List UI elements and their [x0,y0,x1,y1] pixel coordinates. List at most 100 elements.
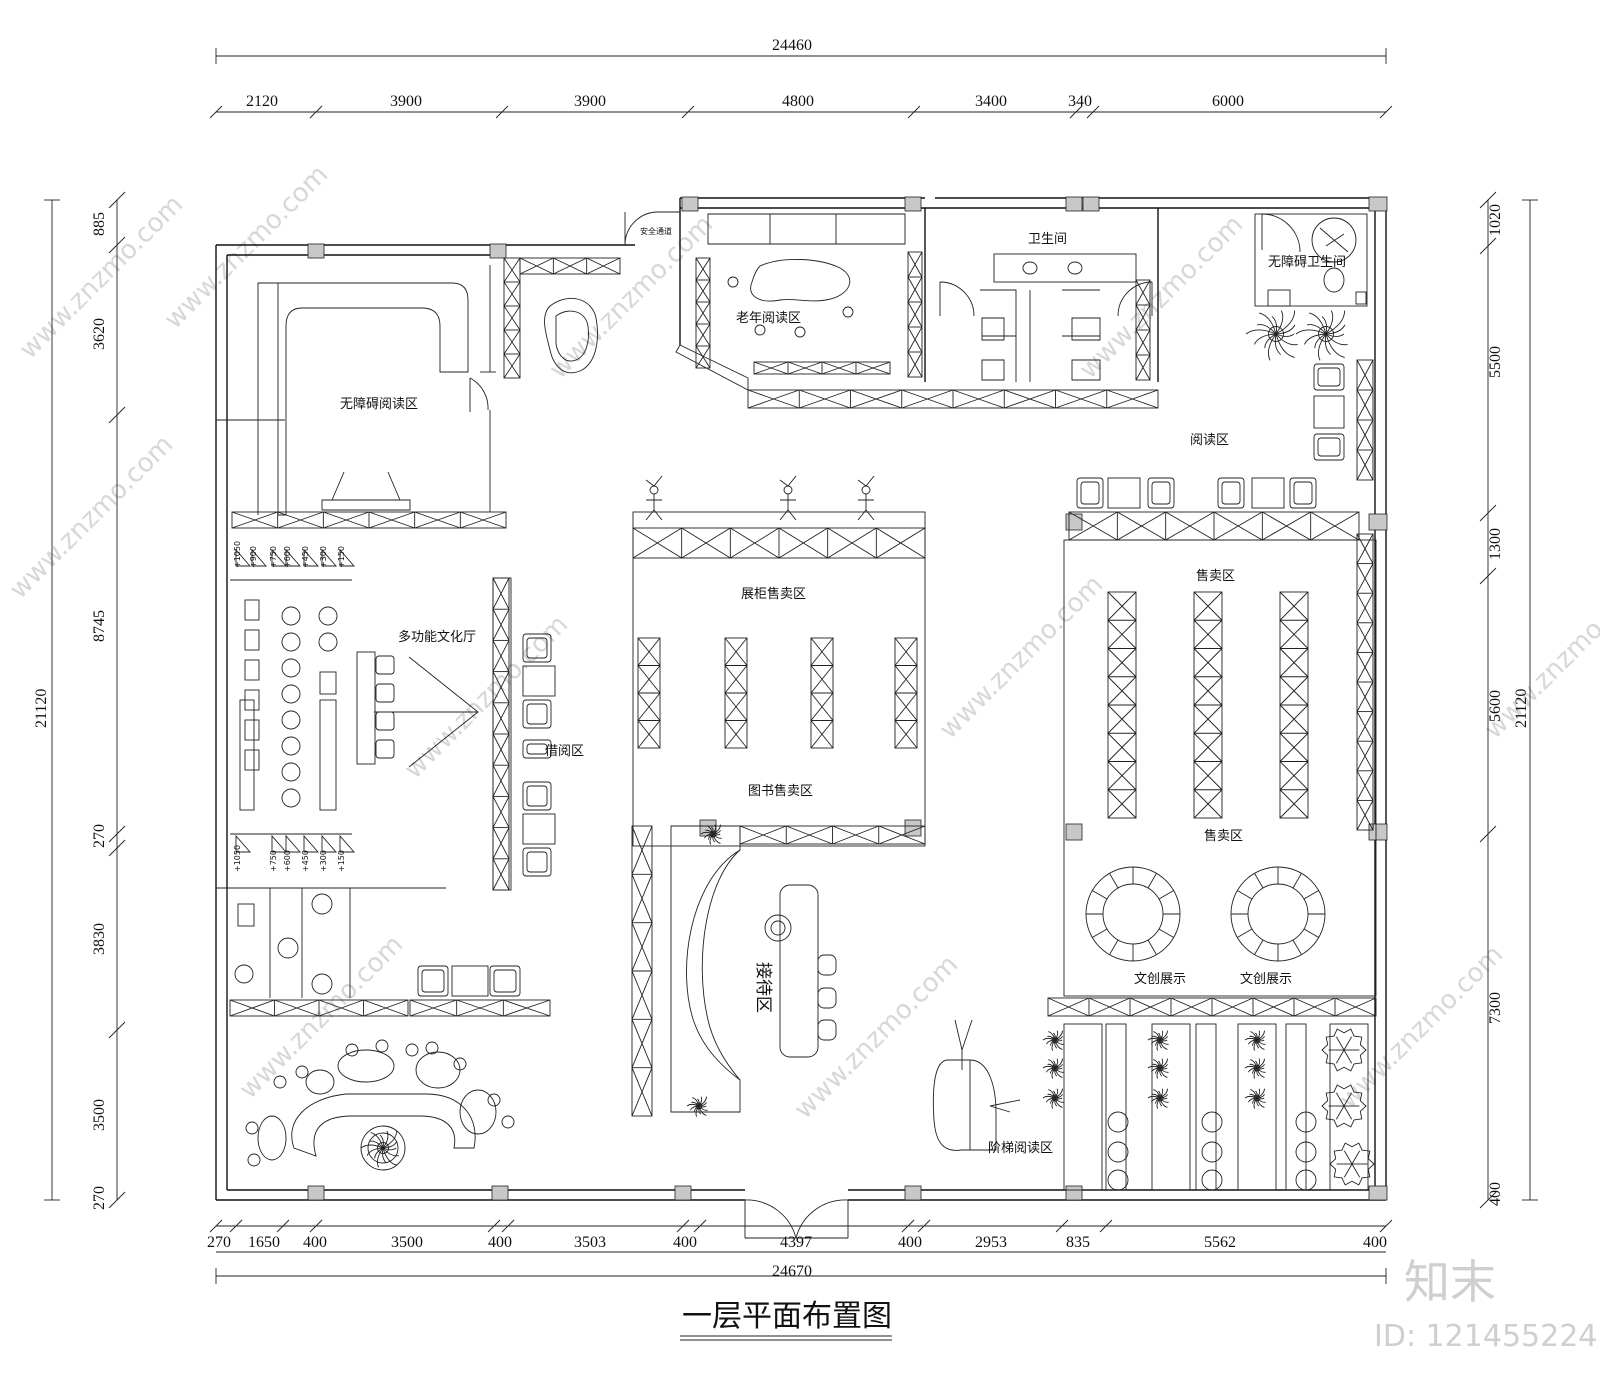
seat [244,659,260,681]
dim-tick [309,105,323,119]
dim-tick [1479,504,1497,522]
chair [522,739,552,759]
stool [817,987,837,1009]
display-segment [1092,928,1108,938]
table [451,965,489,997]
dim-right: 5600 [1487,690,1504,722]
chair [1289,477,1317,509]
dim-right: 1020 [1487,204,1504,236]
round-seat [1107,1141,1129,1163]
seat-stool [277,937,299,959]
step-marker [321,548,337,567]
bench [239,699,255,811]
restroom: 卫生间 [924,208,1159,382]
display-segment [1237,890,1253,900]
display-segment [1254,939,1264,955]
room-label-sales-top: 售卖区 [1196,568,1235,584]
door-restroom-right[interactable] [1117,281,1153,317]
seat-stool [311,973,333,995]
lounge-sofa [415,1051,461,1089]
room-label-creative-2: 文创展示 [1240,972,1292,987]
step-marker [271,834,287,853]
accessible-reading-room: 无障碍阅读区 [216,265,496,516]
dim-top: 340 [1068,93,1092,110]
seat [244,599,260,621]
shelf [409,999,551,1017]
shelf [810,637,834,749]
room-label-creative-1: 文创展示 [1134,972,1186,987]
dim-bottom: 3503 [574,1234,606,1251]
table [1107,477,1141,509]
column [491,1185,509,1201]
lounge-stool [273,1075,287,1089]
senior-reading-room: 老年阅读区 [544,213,906,391]
dim-tick [108,825,126,843]
top-dimensions: 24460 2120 3900 3900 4800 3400 340 6000 [209,37,1393,119]
watermark-url: www.znzmo.com [544,210,719,385]
chair [375,711,395,731]
display-segment [1292,939,1302,955]
chair [1076,477,1104,509]
dim-tick [108,839,126,857]
dim-bottom: 1650 [248,1234,280,1251]
shelf [229,999,409,1017]
dim-left: 3620 [91,318,108,350]
column [1065,196,1083,212]
column [1065,1185,1083,1201]
dim-left: 885 [91,212,108,236]
display-segment [1109,873,1119,889]
shelf [1279,591,1309,819]
step-height-label: +300 [319,850,328,872]
chair [1147,477,1175,509]
step-marker [285,548,301,567]
door-accessible-reading[interactable] [469,377,489,412]
dim-tick [1479,191,1497,209]
person-figure [857,475,875,521]
dim-left: 3830 [91,923,108,955]
dim-bottom: 400 [303,1234,327,1251]
shelf [1356,359,1374,481]
dim-bottom: 400 [673,1234,697,1251]
door-safety-exit[interactable] [624,211,680,246]
step-height-label: +450 [301,546,310,568]
lounge-stool [501,1115,515,1129]
seat-stool [281,710,301,730]
accessible-restroom: 无障碍卫生间 [1254,213,1368,307]
column [904,1185,922,1201]
bench [319,699,337,811]
step-tier [1195,1023,1217,1191]
column [904,819,922,837]
lounge-sofa [305,1069,335,1095]
round-display-table [1085,866,1326,962]
bottom-left-lounge [245,1039,515,1171]
dim-tick [209,105,223,119]
column [489,243,507,259]
plan-title: 一层平面布置图 [682,1299,892,1334]
bottom-dimensions: 270 1650 400 3500 400 3503 400 4397 400 … [207,1219,1393,1284]
stool [817,954,837,976]
chair [375,739,395,759]
seat [319,671,337,695]
step-height-label: +450 [301,850,310,872]
dim-bottom: 3500 [391,1234,423,1251]
dim-top: 4800 [782,93,814,110]
plant-icon [1147,1030,1169,1051]
door-restroom-left[interactable] [939,281,975,317]
dim-tick [108,1021,126,1039]
column [1082,196,1100,212]
round-seat [1201,1111,1223,1133]
lounge-stool [375,1039,389,1053]
right-sales-area: 售卖区 售卖区 文创展示 文创展示 [1063,539,1377,997]
room-label-accessible-reading: 无障碍阅读区 [340,397,418,412]
step-tier [1329,1023,1369,1191]
entrance-door[interactable] [744,1199,849,1239]
multi-function-hall: 多功能文化厅 +1050+900+750+600+450+300+150 +10… [216,541,479,998]
round-seat [1295,1169,1317,1191]
chair [1217,477,1245,509]
dim-tick [1379,105,1393,119]
seat-stool [281,606,301,626]
round-seat [1107,1169,1129,1191]
seat-stool [311,893,333,915]
display-segment [1092,890,1108,900]
